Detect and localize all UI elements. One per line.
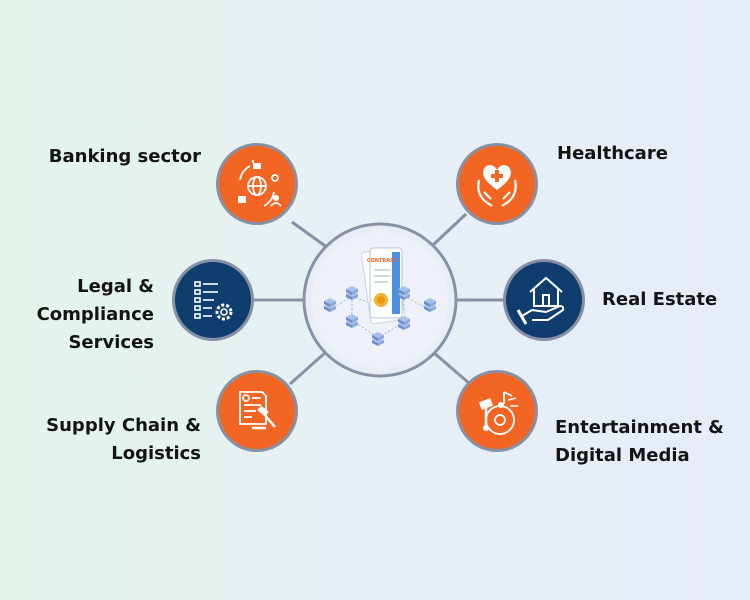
label-supply-line-1: Supply Chain & <box>46 415 201 436</box>
label-entertainment-line-1: Entertainment & <box>555 417 724 438</box>
document-gavel-icon <box>239 391 276 430</box>
label-legal-line-3: Services <box>68 332 154 353</box>
node-entertainment <box>456 370 538 452</box>
label-supply: Supply Chain & Logistics <box>46 412 201 468</box>
label-legal: Legal & Compliance Services <box>37 273 154 357</box>
connector-lines <box>254 212 505 386</box>
label-supply-line-2: Logistics <box>111 443 201 464</box>
node-supply <box>216 370 298 452</box>
contract-document-icon: CONTRACT <box>361 247 405 325</box>
label-realestate-line-1: Real Estate <box>602 289 718 310</box>
connector-entertainment <box>432 350 471 386</box>
label-healthcare-line-1: Healthcare <box>557 143 668 164</box>
label-banking-line-1: Banking sector <box>48 146 201 167</box>
node-banking <box>216 143 298 225</box>
house-hand-icon <box>516 276 565 325</box>
center-hub: CONTRACT <box>302 222 458 378</box>
checklist-gear-icon <box>194 281 233 321</box>
node-realestate <box>503 259 585 341</box>
label-realestate: Real Estate <box>602 286 717 314</box>
label-entertainment-line-2: Digital Media <box>555 445 690 466</box>
connector-healthcare <box>430 212 468 248</box>
contract-title: CONTRACT <box>367 258 398 264</box>
server-stack-icons <box>324 286 436 346</box>
node-healthcare <box>456 143 538 225</box>
connector-banking <box>291 220 329 250</box>
label-healthcare: Healthcare <box>557 140 668 168</box>
label-legal-line-1: Legal & <box>77 276 154 297</box>
heart-hands-icon <box>477 164 517 207</box>
label-entertainment: Entertainment & Digital Media <box>555 414 724 470</box>
connector-supply <box>289 350 327 386</box>
label-banking: Banking sector <box>49 143 201 171</box>
label-legal-line-2: Compliance <box>36 304 154 325</box>
media-music-icon <box>478 391 518 435</box>
node-legal <box>172 259 254 341</box>
banking-network-icon <box>238 160 282 207</box>
